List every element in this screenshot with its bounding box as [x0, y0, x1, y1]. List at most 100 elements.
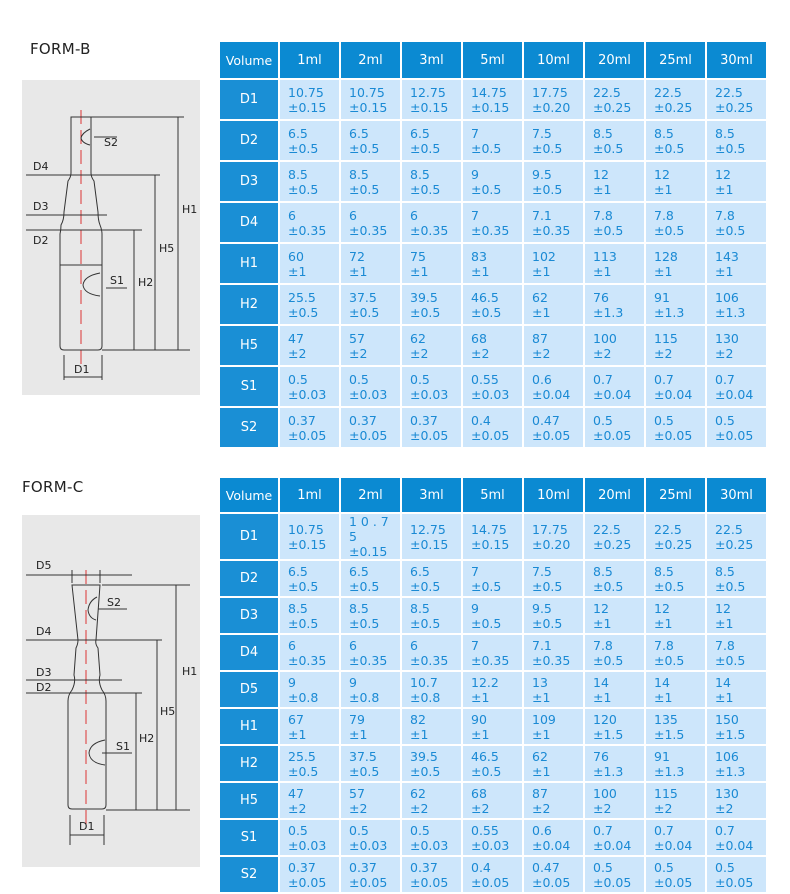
cell-value: 150	[715, 711, 739, 727]
cell-value: 10.75	[349, 84, 385, 100]
cell-value: 75	[410, 248, 426, 264]
cell-tolerance: ±0.35	[410, 652, 449, 668]
cell-value: 12	[715, 600, 731, 616]
header-30ml: 30ml	[707, 478, 766, 512]
cell-value: 0.5	[410, 822, 430, 838]
table-cell: 6±0.35	[341, 203, 400, 242]
cell-tolerance: ±0.03	[288, 386, 327, 402]
cell-tolerance: ±1.3	[593, 304, 624, 320]
cell-tolerance: ±2	[715, 800, 734, 816]
table-cell: 0.5±0.05	[646, 857, 705, 892]
table-cell: 100±2	[585, 783, 644, 818]
cell-value: 10.75	[288, 521, 324, 537]
cell-tolerance: ±1	[593, 615, 612, 631]
table-cell: 0.5±0.03	[280, 820, 339, 855]
cell-value: 25.5	[288, 289, 316, 305]
cell-value: 128	[654, 248, 678, 264]
table-cell: 75±1	[402, 244, 461, 283]
table-cell: 8.5±0.5	[280, 162, 339, 201]
cell-value: 67	[288, 711, 304, 727]
diagram-label-h5: H5	[160, 705, 175, 718]
cell-value: 120	[593, 711, 617, 727]
table-cell: 17.75±0.20	[524, 514, 583, 559]
cell-tolerance: ±0.5	[410, 140, 441, 156]
cell-tolerance: ±0.5	[349, 140, 380, 156]
cell-value: 0.7	[654, 371, 674, 387]
cell-value: 8.5	[349, 600, 369, 616]
table-cell: 22.5±0.25	[585, 514, 644, 559]
cell-tolerance: ±0.5	[593, 578, 624, 594]
table-cell: 9±0.5	[463, 162, 522, 201]
table-cell: 10.75±0.15	[280, 514, 339, 559]
cell-value: 79	[349, 711, 365, 727]
row-label-s1: S1	[220, 367, 278, 406]
cell-value: 12	[654, 166, 670, 182]
cell-value: 76	[593, 748, 609, 764]
table-cell: 6.5±0.5	[280, 121, 339, 160]
table-cell: 8.5±0.5	[585, 121, 644, 160]
cell-tolerance: ±0.5	[532, 181, 563, 197]
cell-value: 9	[471, 166, 479, 182]
header-volume: Volume	[220, 478, 278, 512]
table-cell: 0.37±0.05	[402, 857, 461, 892]
cell-value: 0.37	[410, 412, 438, 428]
cell-value: 0.37	[288, 859, 316, 875]
cell-value: 13	[532, 674, 548, 690]
cell-value: 6.5	[349, 125, 369, 141]
cell-tolerance: ±1	[654, 263, 673, 279]
cell-value: 0.5	[593, 412, 613, 428]
cell-tolerance: ±0.15	[349, 544, 388, 559]
table-cell: 39.5±0.5	[402, 746, 461, 781]
cell-tolerance: ±2	[593, 345, 612, 361]
cell-value: 0.5	[349, 371, 369, 387]
table-cell: 8.5±0.5	[585, 561, 644, 596]
row-label-h2: H2	[220, 285, 278, 324]
cell-tolerance: ±0.05	[715, 427, 754, 443]
cell-value: 6	[410, 207, 418, 223]
table-cell: 102±1	[524, 244, 583, 283]
cell-tolerance: ±1	[715, 263, 734, 279]
cell-value: 9.5	[532, 600, 552, 616]
row-label-s1: S1	[220, 820, 278, 855]
cell-value: 6.5	[410, 563, 430, 579]
cell-value: 0.55	[471, 371, 499, 387]
table-cell: 8.5±0.5	[402, 162, 461, 201]
table-cell: 0.37±0.05	[280, 857, 339, 892]
table-cell: 0.7±0.04	[707, 820, 766, 855]
table-cell: 8.5±0.5	[280, 598, 339, 633]
table-cell: 62±1	[524, 746, 583, 781]
table-cell: 0.47±0.05	[524, 857, 583, 892]
cell-value: 14	[593, 674, 609, 690]
table-cell: 6.5±0.5	[280, 561, 339, 596]
cell-tolerance: ±0.5	[593, 140, 624, 156]
header-20ml: 20ml	[585, 42, 644, 78]
cell-tolerance: ±0.5	[288, 763, 319, 779]
cell-value: 14.75	[471, 521, 507, 537]
cell-tolerance: ±1	[532, 689, 551, 705]
row-label-h1: H1	[220, 709, 278, 744]
table-cell: 0.55±0.03	[463, 820, 522, 855]
table-cell: 7.8±0.5	[707, 203, 766, 242]
cell-tolerance: ±0.03	[349, 386, 388, 402]
header-2ml: 2ml	[341, 478, 400, 512]
cell-tolerance: ±0.15	[349, 99, 388, 115]
cell-value: 6	[349, 637, 357, 653]
cell-value: 22.5	[593, 521, 621, 537]
table-cell: 72±1	[341, 244, 400, 283]
cell-tolerance: ±0.04	[532, 837, 571, 853]
cell-value: 37.5	[349, 748, 377, 764]
cell-tolerance: ±0.5	[532, 578, 563, 594]
cell-value: 0.55	[471, 822, 499, 838]
table-cell: 0.5±0.03	[402, 367, 461, 406]
cell-tolerance: ±0.5	[654, 140, 685, 156]
table-cell: 7.8±0.5	[646, 203, 705, 242]
table-cell: 12.75±0.15	[402, 80, 461, 119]
diagram-label-d2: D2	[36, 681, 51, 694]
cell-tolerance: ±0.5	[349, 304, 380, 320]
cell-value: 0.6	[532, 371, 552, 387]
diagram-label-h2: H2	[138, 276, 153, 289]
table-cell: 6.5±0.5	[402, 561, 461, 596]
cell-tolerance: ±0.04	[654, 386, 693, 402]
